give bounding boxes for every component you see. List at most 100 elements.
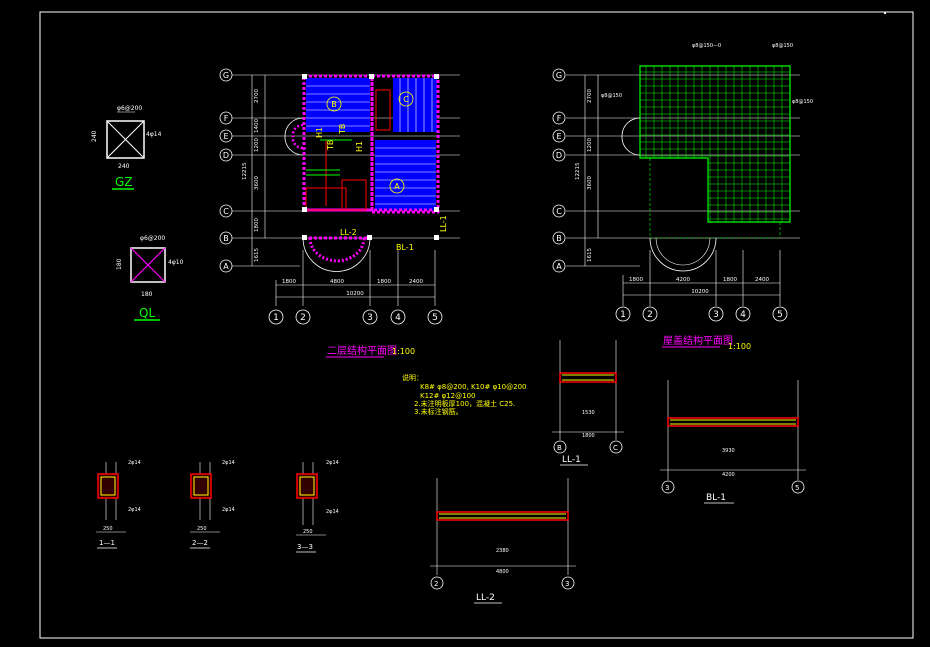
right-col-4: 4 bbox=[740, 310, 746, 320]
sec3-top-bar: 2φ14 bbox=[326, 460, 339, 466]
sec2-top-bar: 2φ14 bbox=[222, 460, 235, 466]
left-plan-row-bubbles bbox=[219, 68, 233, 273]
right-plan-title: 屋盖结构平面图 bbox=[663, 334, 733, 347]
left-col-4: 4 bbox=[395, 313, 401, 323]
left-row-a: A bbox=[223, 262, 229, 271]
ll2-axis-3: 3 bbox=[565, 580, 569, 588]
left-row-dim-3: 1200 bbox=[254, 138, 260, 152]
ll2-axis-2: 2 bbox=[434, 580, 438, 588]
left-total-height: 12215 bbox=[242, 162, 248, 180]
roof-rebar-mesh bbox=[621, 65, 791, 272]
roof-note-3: φ8@150 bbox=[601, 93, 622, 99]
left-col-dim-1: 1800 bbox=[282, 279, 296, 285]
right-row-e: E bbox=[556, 132, 561, 141]
slab-mark-b: B bbox=[331, 100, 337, 109]
right-row-g: G bbox=[556, 71, 562, 80]
notes-title: 说明： bbox=[402, 373, 423, 382]
left-row-b: B bbox=[223, 234, 229, 243]
sec1-width: 250 bbox=[103, 526, 113, 532]
left-slab-marks bbox=[326, 91, 414, 194]
left-row-dim-1: 2700 bbox=[254, 89, 260, 103]
notes-line-1: K8# φ8@200, K10# φ10@200 bbox=[420, 383, 527, 391]
beam-label-ll2: LL-2 bbox=[340, 228, 357, 237]
ql-height-dim: 180 bbox=[116, 258, 123, 270]
left-col-1: 1 bbox=[273, 313, 279, 323]
left-col-dim-4: 2400 bbox=[409, 279, 423, 285]
left-row-f: F bbox=[224, 114, 229, 123]
ql-stirrup-label: φ6@200 bbox=[140, 235, 165, 242]
notes-line-4: 3.未标注钢筋。 bbox=[414, 407, 463, 416]
right-row-f: F bbox=[557, 114, 562, 123]
bl1-beam-detail: 3 5 3930 4200 BL-1 bbox=[660, 380, 806, 504]
notes-block: 说明： K8# φ8@200, K10# φ10@200 K12# φ12@10… bbox=[402, 373, 527, 416]
gz-height-dim: 240 bbox=[91, 130, 98, 142]
right-col-2: 2 bbox=[647, 310, 653, 320]
roof-note-1: φ8@150—0 bbox=[692, 43, 721, 49]
ql-column-detail: φ6@200 4φ10 180 180 QL bbox=[116, 235, 184, 321]
left-col-dim-3: 1800 bbox=[377, 279, 391, 285]
right-col-dim-4: 2400 bbox=[755, 277, 769, 283]
left-col-3: 3 bbox=[367, 313, 373, 323]
ll1-beam-detail: B C 1530 1800 LL-1 bbox=[552, 340, 624, 466]
left-row-c: C bbox=[223, 207, 229, 216]
drawing-frame bbox=[39, 11, 914, 639]
bl1-label: BL-1 bbox=[706, 493, 726, 503]
left-plan-title: 二层结构平面图 bbox=[327, 344, 397, 357]
right-row-c: C bbox=[556, 207, 562, 216]
ll1-span: 1800 bbox=[582, 433, 595, 439]
right-row-dim-4: 3600 bbox=[587, 176, 593, 190]
roof-note-2: φ8@150 bbox=[772, 43, 793, 49]
left-col-5: 5 bbox=[432, 313, 438, 323]
beam-label-h1-1: H1 bbox=[315, 127, 324, 138]
gz-stirrup-label: φ6@200 bbox=[117, 105, 142, 112]
sec2-label: 2—2 bbox=[192, 539, 208, 547]
notes-line-2: K12# φ12@100 bbox=[420, 392, 475, 400]
gz-rebar-label: 4φ14 bbox=[146, 131, 162, 138]
right-row-dim-3: 1200 bbox=[587, 138, 593, 152]
beam-label-ll1: LL-1 bbox=[439, 215, 448, 232]
ql-rebar-label: 4φ10 bbox=[168, 259, 184, 266]
bl1-clear: 3930 bbox=[722, 448, 735, 454]
left-col-dim-2: 4800 bbox=[330, 279, 344, 285]
ll2-clear: 2380 bbox=[496, 548, 509, 554]
beam-label-tb-2: TB bbox=[338, 124, 347, 135]
gz-width-dim: 240 bbox=[118, 163, 130, 170]
sec2-width: 250 bbox=[197, 526, 207, 532]
ll1-clear: 1530 bbox=[582, 410, 595, 416]
ll2-label: LL-2 bbox=[476, 593, 495, 603]
sec1-bot-bar: 2φ14 bbox=[128, 507, 141, 513]
ll2-beam-detail: 2 3 2380 4800 LL-2 bbox=[430, 478, 576, 604]
roof-note-4: φ8@150 bbox=[792, 99, 813, 105]
beam-label-h1-2: H1 bbox=[355, 141, 364, 152]
right-col-dim-2: 4200 bbox=[676, 277, 690, 283]
right-row-dim-6: 1615 bbox=[587, 248, 593, 262]
ql-label: QL bbox=[139, 306, 155, 320]
right-row-b: B bbox=[556, 234, 562, 243]
right-total-height: 12215 bbox=[575, 162, 581, 180]
bl1-span: 4200 bbox=[722, 472, 735, 478]
ql-width-dim: 180 bbox=[141, 291, 153, 298]
left-row-e: E bbox=[223, 132, 228, 141]
left-row-dim-2: 1400 bbox=[254, 119, 260, 133]
right-col-3: 3 bbox=[713, 310, 719, 320]
sec1-top-bar: 2φ14 bbox=[128, 460, 141, 466]
bl1-axis-3: 3 bbox=[665, 484, 669, 492]
right-col-1: 1 bbox=[620, 310, 626, 320]
sec2-bot-bar: 2φ14 bbox=[222, 507, 235, 513]
beam-label-tb-1: TB bbox=[326, 140, 335, 151]
left-row-g: G bbox=[223, 71, 229, 80]
sec3-bot-bar: 2φ14 bbox=[326, 509, 339, 515]
slab-mark-c: C bbox=[403, 95, 409, 104]
right-plan-scale: 1:100 bbox=[728, 342, 751, 351]
gz-label: GZ bbox=[115, 175, 133, 189]
left-col-2: 2 bbox=[300, 313, 306, 323]
right-col-dim-3: 1800 bbox=[723, 277, 737, 283]
right-col-5: 5 bbox=[777, 310, 783, 320]
section-details: 2φ14 2φ14 250 2φ14 2φ14 250 2φ14 2φ14 25… bbox=[96, 460, 339, 553]
sec3-width: 250 bbox=[303, 529, 313, 535]
right-total-width: 10200 bbox=[691, 289, 709, 295]
sec1-label: 1—1 bbox=[99, 539, 115, 547]
left-row-dim-5: 1800 bbox=[254, 218, 260, 232]
left-row-dim-6: 1615 bbox=[254, 248, 260, 262]
